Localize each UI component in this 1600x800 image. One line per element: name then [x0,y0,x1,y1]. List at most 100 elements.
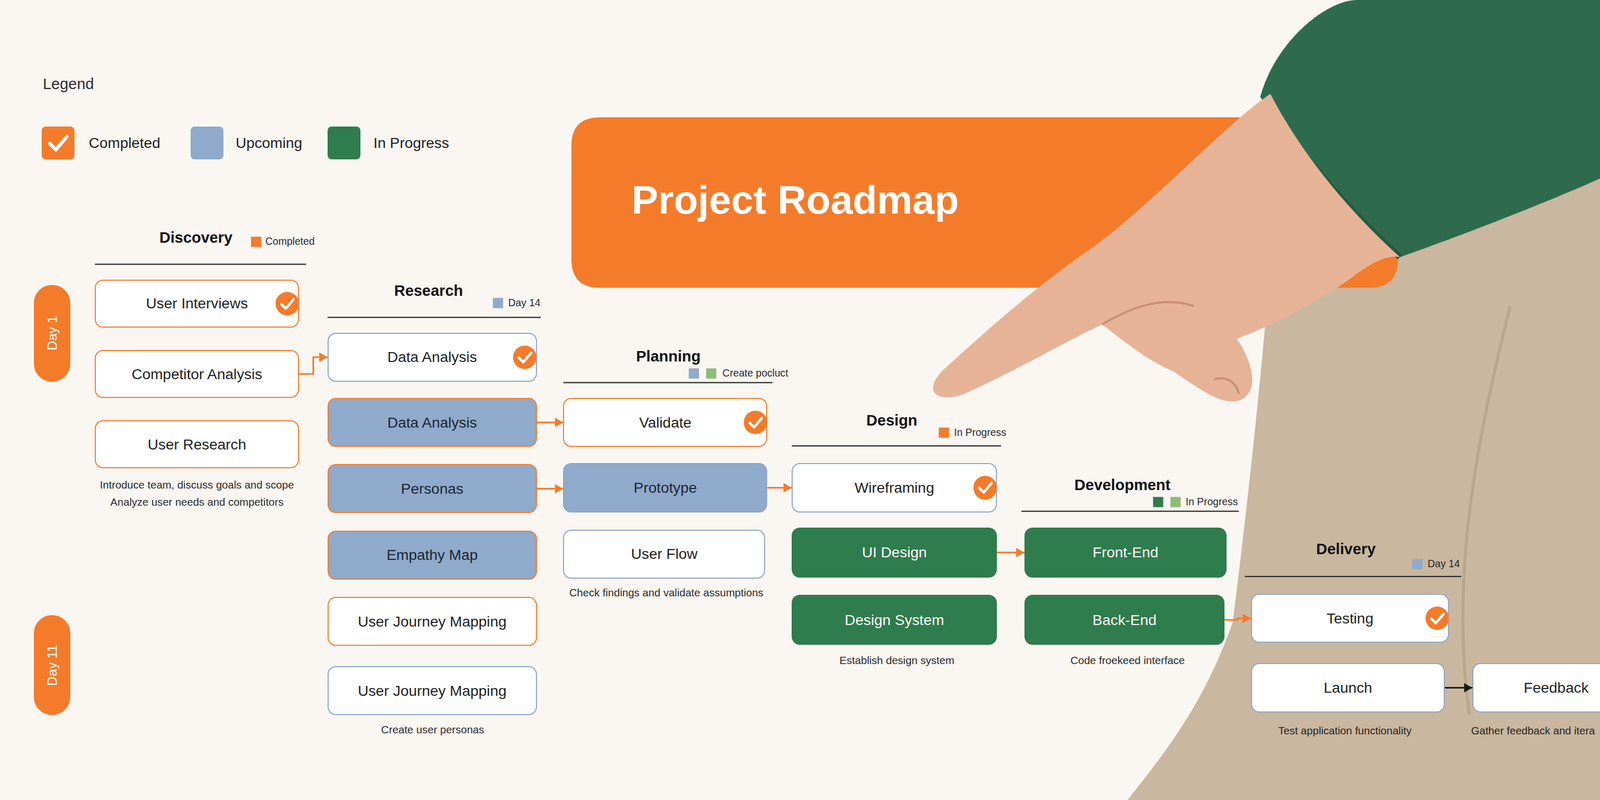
section-rule [327,316,541,318]
section-heading: Discovery [159,228,233,247]
check-mark [973,476,997,500]
section-heading: Design [866,411,918,430]
status-square [251,236,262,248]
check-stroke [979,483,992,493]
section-rule [791,445,1002,447]
task-box: Design System [791,594,997,645]
check-stroke [749,418,762,428]
check-badge [275,291,299,316]
node-text: Day 11 [44,644,60,686]
legend-text: Upcoming [235,133,303,152]
task-box: Empathy Map [327,530,537,580]
note-text: In Progress [954,426,1007,440]
flow-arrow [1224,618,1252,620]
section-rule [1021,510,1239,512]
status-square [938,427,949,439]
legend-swatch [327,126,361,160]
check-mark [513,345,537,369]
flow-arrow [767,486,792,489]
legend-swatch [41,126,75,160]
status-square [1170,496,1181,508]
check-stroke [50,136,68,150]
status-square [688,368,699,379]
task-box: User Flow [563,529,766,579]
task-box: Wireframing [791,463,997,512]
task-box: User Interviews [94,279,299,328]
status-square [706,368,717,379]
check-stroke [1431,614,1444,624]
node-text: Launch [1323,679,1372,697]
node-text: UI Design [861,543,928,561]
section-heading: Research [394,281,464,300]
note-text: Day 14 [508,296,541,310]
check-mark [743,410,768,435]
flow-arrow [996,551,1025,554]
note-text: Completed [265,235,315,249]
task-box: Testing [1251,593,1449,643]
node-text: Testing [1326,609,1374,628]
node-text: User Journey Mapping [357,613,507,631]
hand [932,93,1400,402]
task-box: User Journey Mapping [327,666,537,716]
status-square [1153,496,1164,508]
check-mark [41,126,75,160]
note-text: Code froekeed interface [1070,653,1185,667]
node-text: User Journey Mapping [357,682,507,700]
task-box: Launch [1251,663,1445,712]
check-badge [973,476,997,500]
node-text: Data Analysis [387,414,478,432]
day-pill: Day 11 [33,615,71,716]
check-stroke [519,352,532,362]
task-box: Front-End [1024,527,1227,578]
check-mark [1425,606,1449,631]
thumb-nail [1214,378,1239,394]
flow-arrow [298,357,328,374]
task-box: Feedback [1472,663,1600,712]
node-text: Design System [844,611,945,629]
node-text: User Flow [631,545,698,563]
legend-swatch [190,126,224,160]
node-text: Data Analysis [387,348,478,366]
check-stroke [281,298,294,309]
task-box: User Research [94,420,299,469]
task-box: Data Analysis [327,332,537,382]
node-text: Day 1 [44,315,60,351]
section-heading: Delivery [1316,539,1376,558]
node-text: User Research [147,435,246,454]
node-text: Prototype [633,479,698,497]
section-rule [94,263,307,265]
day-pill: Day 1 [33,284,71,382]
section-heading: Planning [635,346,701,366]
node-text: User Interviews [145,294,248,312]
check-badge [513,345,537,369]
task-box: Validate [563,397,768,447]
node-text: Validate [639,414,692,432]
note-text: Gather feedback and itera [1470,723,1595,737]
note-text: Create pocluct [722,367,789,380]
note-text: Analyze user needs and competitors [110,495,284,509]
status-square [1412,559,1423,570]
note-text: In Progress [1185,495,1239,509]
task-box: Back-End [1024,594,1225,645]
note-text: Legend [42,74,94,93]
section-rules [94,264,1461,577]
node-text: Empathy Map [386,546,478,564]
node-text: Personas [401,480,464,498]
flow-arrow [1444,686,1473,689]
note-text: Introduce team, discuss goals and scope [100,478,295,492]
task-box: Data Analysis [327,397,537,447]
node-text: Feedback [1523,679,1589,697]
legend-text: In Progress [373,133,449,152]
node-text: Competitor Analysis [131,365,263,383]
pants-fold [1463,306,1511,715]
note-text: Create user personas [381,722,485,736]
legend-text: Completed [88,133,160,152]
note-text: Day 14 [1427,558,1460,571]
flow-arrow [536,421,564,424]
task-box: Personas [327,464,537,514]
task-box: Competitor Analysis [94,350,299,398]
task-box: User Journey Mapping [327,596,537,646]
node-text: Front-End [1092,543,1159,561]
status-square [492,297,504,309]
status-squares [251,236,1423,570]
